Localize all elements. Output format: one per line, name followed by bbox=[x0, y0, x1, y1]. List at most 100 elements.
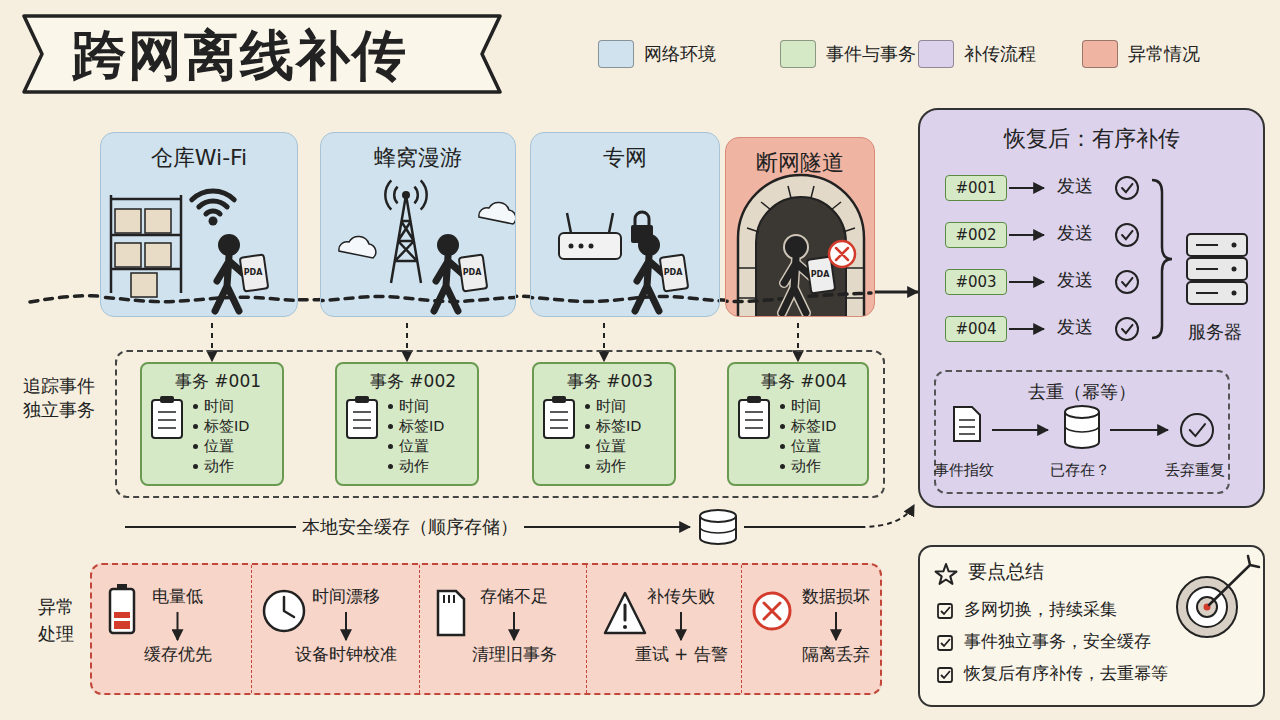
clipboard-icon bbox=[347, 400, 377, 438]
sd-card-icon bbox=[438, 591, 464, 635]
exception-cell: 电量低缓存优先 bbox=[92, 565, 252, 693]
clipboard-line bbox=[353, 419, 371, 421]
body-text: 时间 bbox=[204, 396, 276, 416]
walking-path bbox=[321, 293, 516, 303]
body-text: 动作 bbox=[596, 456, 668, 476]
walking-path bbox=[101, 293, 298, 303]
heading-text: 恢复后：有序补传 bbox=[920, 124, 1263, 154]
recovery-panel: 恢复后：有序补传#001#002#003#004去重（幂等） bbox=[918, 108, 1265, 508]
heading-text: 去重（幂等） bbox=[936, 380, 1228, 404]
checkbox-mark bbox=[941, 671, 950, 678]
clipboard-line bbox=[745, 419, 763, 421]
label-text: PDA bbox=[463, 268, 482, 277]
legend-item: 网络环境 bbox=[598, 40, 716, 68]
heading-text: 异常 处理 bbox=[36, 593, 76, 647]
send-arrow bbox=[1009, 328, 1044, 330]
server-slot bbox=[1196, 268, 1218, 270]
clipboard-line bbox=[158, 419, 176, 421]
server-unit bbox=[1187, 234, 1247, 256]
doc-line bbox=[959, 433, 975, 435]
label-text: PDA bbox=[811, 270, 830, 279]
body-text: 位置 bbox=[399, 436, 471, 456]
label-text: 服务器 bbox=[1188, 320, 1242, 344]
send-arrow bbox=[1009, 187, 1044, 189]
legend-text: 网络环境 bbox=[644, 42, 716, 66]
offline-mark bbox=[829, 241, 855, 267]
exception-cell: 时间漂移设备时钟校准 bbox=[252, 565, 420, 693]
target-arrow bbox=[1209, 556, 1259, 605]
heading-text: 专网 bbox=[531, 143, 719, 173]
heading-text: 仓库Wi-Fi bbox=[101, 143, 297, 173]
check-mark bbox=[1122, 278, 1132, 286]
cell-tower bbox=[391, 195, 421, 283]
db-check-top bbox=[1065, 406, 1099, 418]
legend-text: 事件与事务 bbox=[826, 42, 916, 66]
heading-text: 电量低 bbox=[152, 585, 203, 608]
body-text: 标签ID bbox=[596, 416, 668, 436]
heading-text: 要点总结 bbox=[968, 559, 1044, 585]
body-text: 位置 bbox=[596, 436, 668, 456]
signal-arc bbox=[385, 180, 391, 209]
doc-line bbox=[959, 419, 975, 421]
exception-cell: 存储不足清理旧事务 bbox=[420, 565, 587, 693]
body-text: 位置 bbox=[204, 436, 276, 456]
transaction-card: 事务 #003时间标签ID位置动作 bbox=[532, 362, 676, 486]
heading-text: 蜂窝漫游 bbox=[321, 143, 515, 173]
network-panel: 断网隧道 bbox=[725, 137, 875, 317]
label-text: 发送 bbox=[1057, 221, 1093, 245]
server-unit bbox=[1187, 258, 1247, 280]
summary-box: 要点总结多网切换，持续采集事件独立事务，安全缓存恢复后有序补传，去重幂等 bbox=[918, 545, 1265, 707]
label-text: 发送 bbox=[1057, 315, 1093, 339]
clock-icon bbox=[264, 591, 304, 631]
signal-arc bbox=[421, 180, 427, 209]
body-text: 缓存优先 bbox=[144, 643, 212, 666]
down-arrow bbox=[680, 612, 682, 640]
check-circle bbox=[1181, 414, 1213, 446]
heading-text: 断网隧道 bbox=[726, 148, 874, 178]
legend-text: 补传流程 bbox=[964, 42, 1036, 66]
heading-text: 时间漂移 bbox=[312, 585, 380, 608]
legend-item: 事件与事务 bbox=[780, 40, 916, 68]
title-ribbon bbox=[24, 16, 500, 92]
body-text: 恢复后有序补传，去重幂等 bbox=[964, 663, 1168, 685]
checkbox bbox=[938, 604, 952, 618]
arch-stones bbox=[738, 186, 864, 298]
lock-shackle bbox=[635, 212, 649, 225]
heading-text: #002 bbox=[955, 226, 996, 244]
checkbox-mark bbox=[941, 607, 950, 614]
heading-text: 存储不足 bbox=[480, 585, 548, 608]
clipboard-icon bbox=[739, 400, 769, 438]
legend-item: 异常情况 bbox=[1082, 40, 1200, 68]
label-text: 丢弃重复 bbox=[1165, 461, 1225, 480]
body-text: 事件独立事务，安全缓存 bbox=[964, 631, 1151, 653]
clipboard-line bbox=[745, 411, 763, 413]
heading-text: #004 bbox=[955, 320, 996, 338]
queue-chip: #003 bbox=[945, 269, 1007, 295]
dedup-arrow bbox=[992, 429, 1048, 431]
clock-hands bbox=[284, 597, 294, 617]
signal-arc bbox=[394, 187, 397, 204]
body-text: 时间 bbox=[791, 396, 861, 416]
body-text: 多网切换，持续采集 bbox=[964, 599, 1117, 621]
clipboard-clip bbox=[747, 396, 761, 403]
clipboard-icon bbox=[152, 400, 182, 438]
illustration bbox=[92, 565, 884, 697]
down-arrow bbox=[345, 612, 347, 640]
body-text: 动作 bbox=[791, 456, 861, 476]
connector bbox=[603, 323, 605, 361]
pda-device bbox=[660, 254, 688, 291]
dedup-arrow bbox=[1110, 429, 1168, 431]
signal-arc bbox=[414, 187, 417, 204]
body-text: 设备时钟校准 bbox=[295, 643, 397, 666]
down-arrow bbox=[513, 612, 515, 640]
database-ring bbox=[700, 527, 736, 533]
db-check-ring bbox=[1065, 426, 1099, 432]
clipboard-line bbox=[550, 411, 568, 413]
exception-band: 异常 处理电量低缓存优先时间漂移设备时钟校准存储不足清理旧事务补传失败重试 + … bbox=[90, 563, 882, 695]
send-arrow bbox=[1009, 234, 1044, 236]
body-text: 动作 bbox=[399, 456, 471, 476]
heading-text: 追踪事件 独立事务 bbox=[17, 374, 101, 423]
cache-line bbox=[744, 526, 860, 528]
cloud-icon bbox=[479, 202, 516, 224]
